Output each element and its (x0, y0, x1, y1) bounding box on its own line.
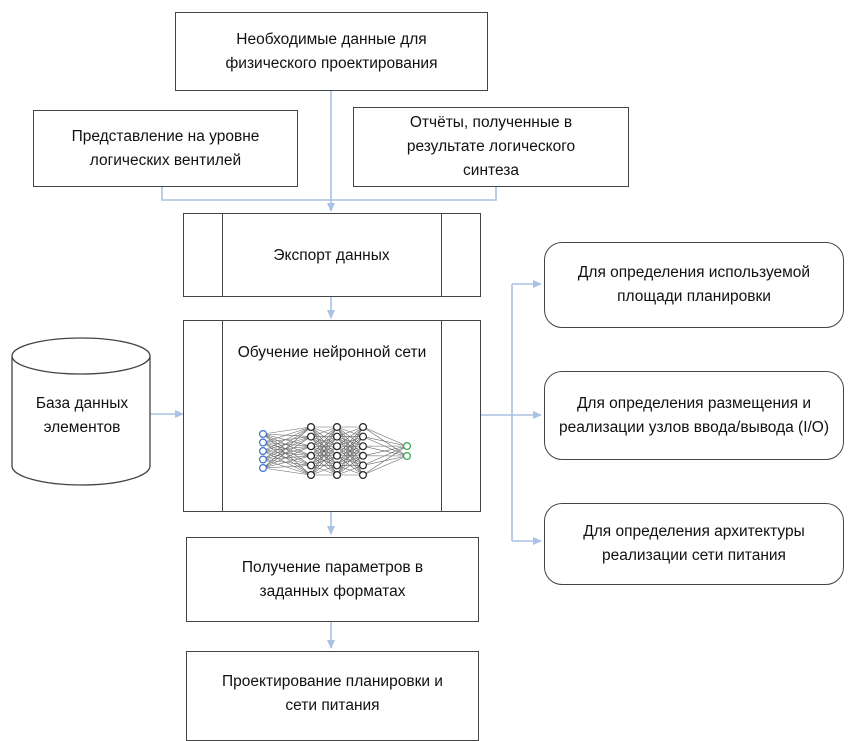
io-placement-label: Для определения размещения и реализации … (555, 392, 833, 440)
data-export-label: Экспорт данных (222, 244, 441, 268)
nn-edge (363, 427, 407, 446)
nn-node (404, 453, 411, 460)
element-db-label-wrap: База данных элементов (18, 390, 146, 442)
nn-node (334, 472, 341, 479)
gate-level-box: Представление на уровне логических венти… (33, 110, 298, 187)
synthesis-reports-label: Отчёты, полученные в результате логическ… (394, 111, 588, 183)
nn-node (260, 439, 267, 446)
nn-node (334, 443, 341, 450)
nn-node (404, 443, 411, 450)
floorplan-design-label: Проектирование планировки и сети питания (209, 670, 456, 718)
floorplan-design-box: Проектирование планировки и сети питания (186, 651, 479, 741)
nn-node (360, 443, 367, 450)
nn-edge (363, 446, 407, 475)
nn-node (360, 424, 367, 431)
nn-node (334, 462, 341, 469)
nn-node (260, 431, 267, 438)
nn-node (308, 433, 315, 440)
nn-node (360, 472, 367, 479)
nn-node (260, 456, 267, 463)
required-data-box: Необходимые данные для физического проек… (175, 12, 488, 91)
nn-node (308, 462, 315, 469)
nn-node (334, 452, 341, 459)
data-export-process: Экспорт данных (183, 213, 481, 297)
nn-node (260, 448, 267, 455)
element-db-label: База данных элементов (18, 392, 146, 440)
nn-node (308, 443, 315, 450)
params-formats-box: Получение параметров в заданных форматах (186, 537, 479, 622)
nn-node (360, 433, 367, 440)
line-gate-level-join (162, 187, 331, 200)
io-placement-box: Для определения размещения и реализации … (544, 371, 844, 460)
synthesis-reports-box: Отчёты, полученные в результате логическ… (353, 107, 629, 187)
nn-node (308, 452, 315, 459)
nn-node (260, 465, 267, 472)
nn-node (360, 452, 367, 459)
power-architecture-label: Для определения архитектуры реализации с… (569, 520, 819, 568)
nn-edge (263, 465, 311, 468)
nn-edge (263, 434, 311, 437)
nn-node (308, 472, 315, 479)
power-architecture-box: Для определения архитектуры реализации с… (544, 503, 844, 585)
neural-network-illustration (255, 412, 425, 490)
nn-node (360, 462, 367, 469)
nn-node (334, 433, 341, 440)
required-data-label: Необходимые данные для физического проек… (196, 28, 467, 76)
area-usage-box: Для определения используемой площади пла… (544, 242, 844, 328)
nn-edge (363, 456, 407, 475)
line-reports-join (331, 187, 496, 200)
gate-level-label: Представление на уровне логических венти… (52, 125, 279, 173)
nn-training-label: Обучение нейронной сети (232, 341, 432, 365)
params-formats-label: Получение параметров в заданных форматах (225, 556, 440, 604)
nn-node (334, 424, 341, 431)
nn-edge (363, 437, 407, 446)
area-usage-label: Для определения используемой площади пла… (559, 261, 829, 309)
nn-node (308, 424, 315, 431)
